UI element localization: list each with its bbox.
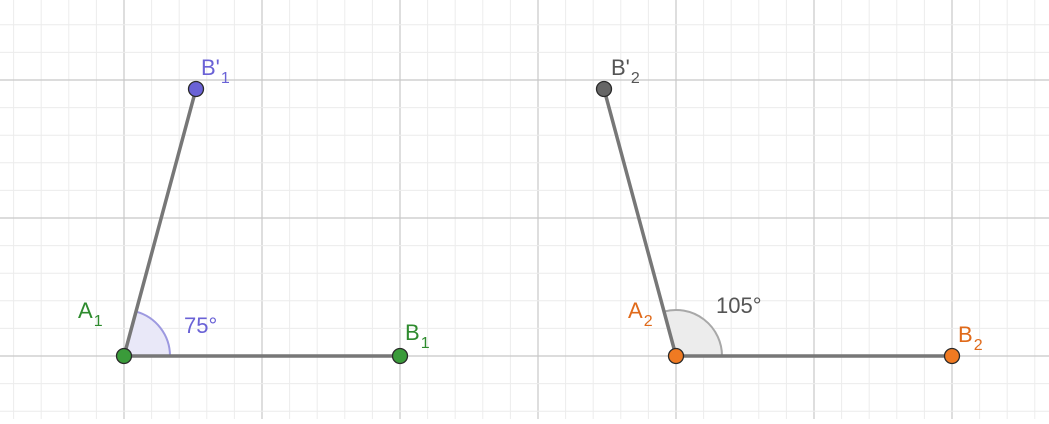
label-b2-prime: B'2 <box>611 55 640 87</box>
figure-2: 105° A2 B2 B'2 <box>595 55 983 365</box>
angle-sector-a1[interactable] <box>122 310 172 357</box>
point-b1[interactable] <box>391 347 409 365</box>
point-a2[interactable] <box>667 347 685 365</box>
label-b1: B1 <box>405 320 430 352</box>
figure-1: 75° A1 B1 B'1 <box>78 55 430 365</box>
label-b2: B2 <box>958 322 983 354</box>
point-b2[interactable] <box>943 347 961 365</box>
angle-sector-a2[interactable] <box>662 309 724 357</box>
point-b2-prime[interactable] <box>595 80 613 98</box>
segment-a1-b1-prime[interactable] <box>122 88 198 357</box>
angle-label-75: 75° <box>184 313 217 338</box>
point-a1[interactable] <box>115 347 133 365</box>
label-a2: A2 <box>628 298 653 330</box>
segment-a2-b2-prime[interactable] <box>602 88 678 357</box>
label-b1-prime: B'1 <box>201 55 230 87</box>
label-a1: A1 <box>78 298 103 330</box>
point-b1-prime[interactable] <box>187 80 205 98</box>
angle-label-105: 105° <box>716 293 762 318</box>
